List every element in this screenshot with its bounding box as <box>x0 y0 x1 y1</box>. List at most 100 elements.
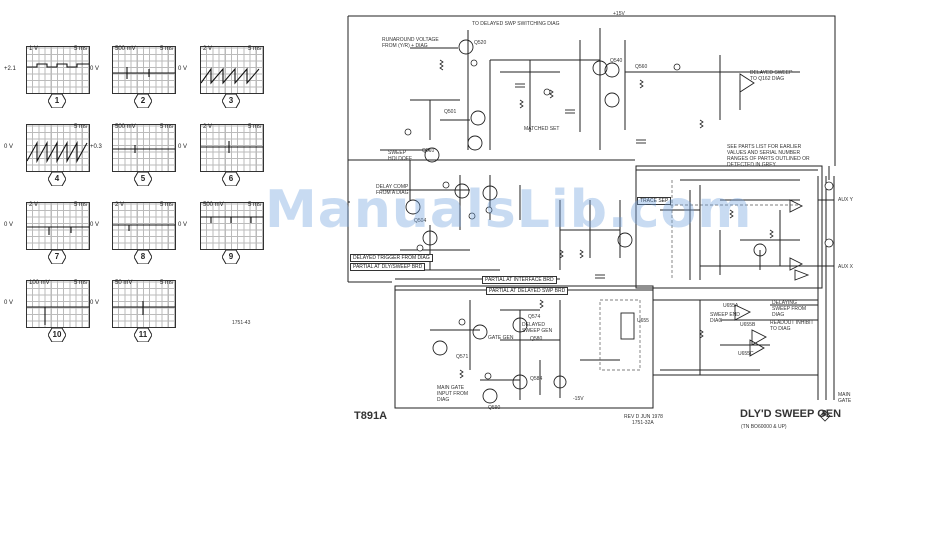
scope-time-per-div: 5 ms <box>247 202 261 208</box>
q510-label: Q510 <box>422 148 435 154</box>
scope-header: 50 mV 5 ms <box>115 280 173 286</box>
scope-ground-level: 0 V <box>4 300 14 306</box>
scope-volts-per-div: 500 mV <box>203 202 224 208</box>
scope-number-6: 6 <box>222 172 240 186</box>
scope-number-10: 10 <box>48 328 66 342</box>
diagram-title: DLY'D SWEEP GEN <box>740 408 842 420</box>
scope-ground-level: 0 V <box>178 66 188 72</box>
aux-x-label: AUX X <box>838 264 854 270</box>
matched-set-label: MATCHED SET <box>524 126 560 132</box>
scope-trace <box>27 140 88 164</box>
delayed-sweep-output-label: DELAYED SWEEP TO Q162 DIAG <box>750 70 793 82</box>
scope-header: 100 mV 5 ms <box>29 280 87 286</box>
scope-trace <box>27 226 89 235</box>
scope-number-5: 5 <box>134 172 152 186</box>
scope-trace <box>201 67 260 85</box>
model-number: T891A <box>354 410 388 422</box>
scope-ground-level: 0 V <box>4 144 14 150</box>
scope-volts-per-div: 2 V <box>203 46 213 52</box>
scope-volts-per-div: 2 V <box>115 202 125 208</box>
trace-sep-label: TRACE SEP <box>637 197 672 205</box>
scope-volts-per-div: 2 V <box>203 124 213 130</box>
delayed-sweep-gen-label: DELAYED SWEEP GEN <box>522 322 553 334</box>
readout-inhibit-label: READOUT INHIBIT TO DIAG <box>770 320 814 332</box>
scope-number-2: 2 <box>134 94 152 108</box>
scope-volts-per-div: 100 mV <box>29 280 50 286</box>
scope-volts-per-div: 500 mV <box>115 46 136 52</box>
main-gate-output-label: MAIN GATE <box>838 392 852 404</box>
main-gate-input-label: MAIN GATE INPUT FROM DIAG <box>437 385 469 403</box>
diagram-number: 8 <box>822 409 827 418</box>
scope-ground-level: 0 V <box>90 222 100 228</box>
scope-time-per-div: 5 ms <box>159 124 173 130</box>
scope-time-per-div: 5 ms <box>159 280 173 286</box>
u655-label: U655 <box>637 318 649 324</box>
serial-note: (TN BO60000 & UP) <box>741 424 787 430</box>
scope-trace <box>201 216 263 223</box>
partial-interface-label: PARTIAL AT INTERFACE BRD <box>482 276 557 284</box>
q560-label: Q560 <box>635 64 648 70</box>
q574-label: Q574 <box>528 314 541 320</box>
scope-header: 2 V 5 ms <box>203 46 261 52</box>
gate-gen-label: GATE GEN <box>488 335 514 341</box>
scope-graticule-10: 100 mV 5 ms <box>26 280 90 328</box>
scope-volts-per-div: 50 mV <box>115 280 133 286</box>
scope-trace <box>201 141 263 153</box>
scope-ground-level: +0.3 <box>90 144 102 150</box>
scope-trace <box>113 301 175 315</box>
scope-trace <box>27 306 89 325</box>
figure-code: 1751-43 <box>232 320 251 326</box>
scope-number-4: 4 <box>48 172 66 186</box>
u655b-label: U655B <box>740 322 756 328</box>
scope-volts-per-div: 1 V <box>29 46 39 52</box>
document-code: 1751-32A <box>632 420 654 426</box>
to-delayed-label: TO DELAYED SWP SWITCHING DIAG <box>472 21 560 27</box>
scope-number-8: 8 <box>134 250 152 264</box>
scope-header: 2 V 5 ms <box>115 202 173 208</box>
sweep-end-label: SWEEP END DIAG <box>710 312 740 324</box>
scope-time-per-div: 5 ms <box>73 280 87 286</box>
q540-label: Q540 <box>610 58 623 64</box>
scope-number-1: 1 <box>48 94 66 108</box>
scope-time-per-div: 5 ms <box>247 46 261 52</box>
q584-label: Q584 <box>530 376 543 382</box>
scope-graticule-4: 5 ms <box>26 124 90 172</box>
partial-delayed-label: PARTIAL AT DELAYED SWP BRD <box>486 287 569 295</box>
revision-note: REV D JUN 1978 <box>624 414 663 420</box>
scope-graticule-3: 2 V 5 ms <box>200 46 264 94</box>
scope-number-3: 3 <box>222 94 240 108</box>
q504-label: Q504 <box>414 218 427 224</box>
supply-minus15-label: -15V <box>573 396 584 402</box>
scope-trace <box>113 224 175 231</box>
u655a-label: U655A <box>723 303 739 309</box>
scope-ground-level: 0 V <box>90 300 100 306</box>
q571-label: Q571 <box>456 354 469 360</box>
parts-list-note: SEE PARTS LIST FOR EARLIER VALUES AND SE… <box>727 144 810 168</box>
scope-trace <box>113 67 175 79</box>
delaying-sweep-label: DELAYING SWEEP FROM DIAG <box>772 300 807 318</box>
scope-graticule-9: 500 mV 5 ms <box>200 202 264 250</box>
sweep-holdoff-label: SWEEP HOLDOFF <box>388 150 412 162</box>
aux-y-label: AUX Y <box>838 197 853 203</box>
scope-header: 2 V 5 ms <box>203 124 261 130</box>
scope-ground-level: 0 V <box>4 222 14 228</box>
scope-graticule-11: 50 mV 5 ms <box>112 280 176 328</box>
u655c-label: U655C <box>738 351 754 357</box>
q580-label: Q580 <box>530 336 543 342</box>
scope-ground-level: 0 V <box>178 144 188 150</box>
scope-time-per-div: 5 ms <box>73 202 87 208</box>
watermark: ManualsLib.com <box>265 180 753 240</box>
scope-trace <box>27 63 89 68</box>
scope-time-per-div: 5 ms <box>159 202 173 208</box>
scope-time-per-div: 5 ms <box>247 124 261 130</box>
q520-label: Q520 <box>474 40 487 46</box>
scope-ground-level: 0 V <box>178 222 188 228</box>
supply-plus15-label: +15V <box>613 11 625 17</box>
